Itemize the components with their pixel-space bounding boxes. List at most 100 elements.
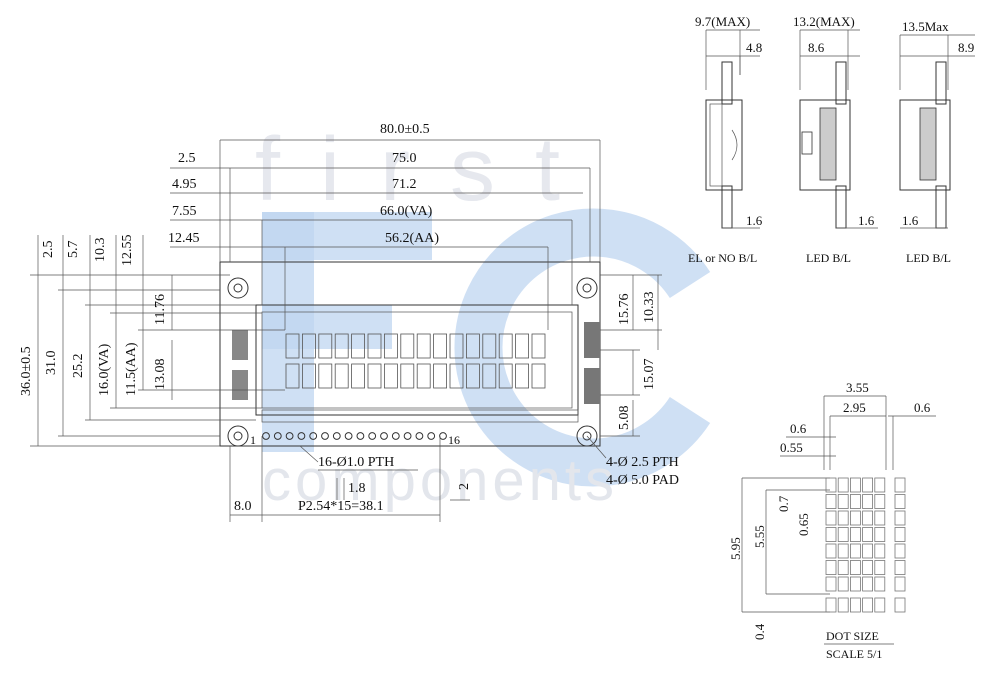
left-dimensions: 2.5 5.7 10.3 12.55 36.0±0.5 31.0 25.2 16…	[19, 235, 285, 447]
pin	[403, 432, 412, 440]
char-cell	[449, 333, 464, 359]
dot	[874, 527, 886, 542]
mount-pad: 4-Ø 5.0 PAD	[606, 473, 679, 488]
h-25-2: 25.2	[71, 354, 86, 379]
dot	[825, 510, 837, 526]
char-cell	[367, 333, 382, 359]
char-cell	[351, 333, 366, 359]
side1-bottom: 1.6	[746, 213, 763, 228]
right-dimensions: 15.76 10.33 15.07 5.08	[600, 274, 662, 437]
side-view-led1: 13.2(MAX) 8.6 1.6 LED B/L	[793, 14, 878, 265]
character-grid	[285, 333, 546, 389]
side1-total: 9.7(MAX)	[695, 14, 750, 29]
char-cell	[334, 363, 349, 389]
pin	[391, 432, 400, 440]
dot	[874, 494, 886, 509]
char-cell	[515, 333, 529, 359]
side-view-el: 9.7(MAX) 4.8 1.6 EL or NO B/L	[688, 14, 763, 265]
dot	[850, 527, 861, 542]
char-cell	[433, 333, 448, 359]
height-2: 2	[457, 483, 472, 490]
dot	[850, 477, 861, 493]
off-2-5: 2.5	[178, 151, 196, 166]
dot-w4: 0.6	[790, 421, 807, 436]
pin	[415, 432, 424, 440]
dot-h1: 5.95	[728, 537, 743, 560]
char-cell	[383, 363, 398, 389]
r-15-07: 15.07	[642, 359, 657, 391]
watermark-first: first	[255, 120, 600, 220]
h-13-08: 13.08	[153, 359, 168, 391]
h-16: 16.0(VA)	[97, 343, 112, 396]
dot	[862, 597, 873, 613]
dot-h2: 5.55	[752, 525, 767, 548]
mounting-holes	[227, 277, 598, 447]
dot	[837, 494, 849, 509]
dim-71: 71.2	[392, 177, 417, 192]
pitch: P2.54*15=38.1	[298, 499, 384, 514]
pin	[309, 432, 318, 440]
dot	[862, 477, 873, 493]
pin	[368, 432, 377, 440]
dot	[825, 543, 837, 559]
dot	[850, 597, 861, 613]
side2-caption: LED B/L	[806, 251, 851, 265]
watermark-components: components	[262, 448, 618, 513]
off-4-95: 4.95	[172, 177, 197, 192]
dot-w5: 0.55	[780, 440, 803, 455]
side3-caption: LED B/L	[906, 251, 951, 265]
side2-bottom: 1.6	[858, 213, 875, 228]
dot	[894, 527, 906, 542]
pin1-label: 1	[250, 433, 256, 447]
dot-caption2: SCALE 5/1	[826, 647, 882, 661]
pin	[273, 432, 282, 440]
dot	[837, 543, 849, 559]
dim-80: 80.0±0.5	[380, 122, 430, 137]
dot	[837, 477, 849, 493]
dot-matrix-grid	[825, 477, 906, 613]
char-cell	[416, 333, 431, 359]
char-cell	[433, 363, 448, 389]
char-cell	[465, 363, 480, 389]
char-cell	[400, 363, 415, 389]
char-cell	[531, 333, 546, 359]
char-cell	[301, 363, 316, 389]
dot-caption1: DOT SIZE	[826, 629, 879, 643]
side1-caption: EL or NO B/L	[688, 251, 757, 265]
char-cell	[515, 363, 529, 389]
dot	[894, 510, 906, 526]
pin	[332, 432, 341, 440]
dot	[862, 494, 873, 509]
dot	[894, 560, 906, 575]
r-5-08: 5.08	[617, 406, 632, 431]
dot	[874, 597, 886, 613]
dot	[894, 477, 906, 493]
dot	[825, 560, 837, 575]
dot	[837, 510, 849, 526]
char-cell	[334, 333, 349, 359]
h-31: 31.0	[44, 351, 59, 376]
voff-12-55: 12.55	[120, 235, 135, 267]
led-pads	[232, 322, 600, 404]
dot	[850, 510, 861, 526]
dot	[874, 576, 886, 592]
side-views: 9.7(MAX) 4.8 1.6 EL or NO B/L 13.2(MAX) …	[688, 14, 975, 265]
dim-56: 56.2(AA)	[385, 231, 439, 246]
char-cell	[383, 333, 398, 359]
dot	[874, 477, 886, 493]
char-cell	[498, 333, 513, 359]
h-11-76: 11.76	[153, 294, 168, 325]
r-10-33: 10.33	[642, 292, 657, 324]
r-15-76: 15.76	[617, 294, 632, 326]
pin	[285, 432, 294, 440]
char-cell	[318, 333, 333, 359]
bottom-dimensions: 16-Ø1.0 PTH 1.8 8.0 P2.54*15=38.1 2 4-Ø …	[229, 435, 679, 522]
dot	[862, 510, 873, 526]
off-12-45: 12.45	[168, 231, 200, 246]
pin	[344, 432, 353, 440]
char-cell	[416, 363, 431, 389]
dot	[837, 597, 849, 613]
dot	[894, 597, 906, 613]
dot	[894, 576, 906, 592]
